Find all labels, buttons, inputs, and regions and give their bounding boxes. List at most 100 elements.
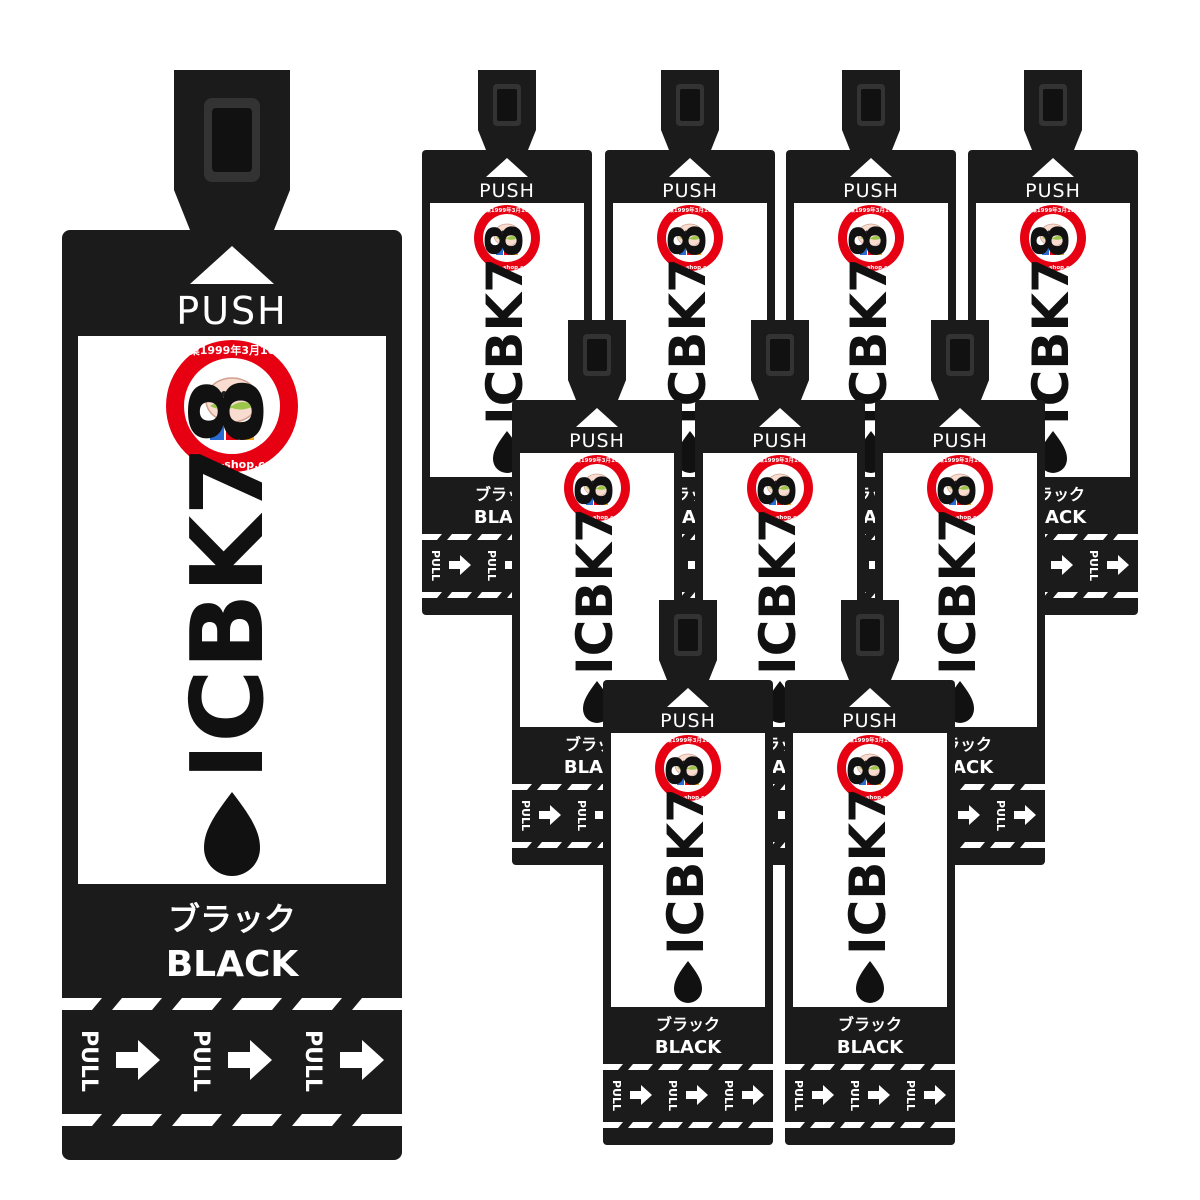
pull-label: PULL: [610, 1080, 623, 1111]
ink-cartridge-9: PUSH 創業1999年3月10日 ecotte-shop.com ICBK78: [603, 600, 773, 1145]
seal-top-text: 創業1999年3月10日: [1025, 206, 1080, 214]
push-label: PUSH: [660, 710, 716, 732]
seal-bottom-text: ecotte-shop.com: [934, 515, 986, 521]
arrow-right-icon: [958, 805, 980, 825]
model-label: ICBK78: [476, 223, 534, 425]
triangle-up-icon: [669, 158, 711, 177]
color-name: BLACK: [655, 1037, 722, 1058]
model-label: ICBK78: [840, 223, 898, 425]
arrow-right-icon: [742, 1085, 764, 1105]
ink-drop-icon: [1039, 431, 1067, 473]
pull-label: PULL: [904, 1080, 917, 1111]
color-name-kana: ブラック: [656, 1015, 720, 1034]
triangle-up-icon: [190, 246, 274, 284]
pull-tab: PULL PULL PULL: [785, 1064, 955, 1128]
push-label: PUSH: [479, 180, 535, 202]
pull-label: PULL: [300, 1030, 325, 1092]
arrow-right-icon: [228, 1040, 272, 1080]
push-label: PUSH: [569, 430, 625, 452]
ink-drop-icon: [674, 961, 702, 1003]
seal-bottom-text: ecotte-shop.com: [845, 265, 897, 271]
model-label: ICBK78: [929, 473, 987, 675]
pull-tab: PULL PULL PULL: [603, 1064, 773, 1128]
cartridge-drawing: PUSH 創業1999年3月10日 ecotte-shop.com ICBK78: [603, 600, 773, 1145]
seal-top-text: 創業1999年3月10日: [842, 736, 897, 744]
pull-tab: PULL PULL PULL: [62, 998, 402, 1126]
ink-cartridge-1: PUSH 創業1999年3月10日 ecotte-shop.com ICBK78: [62, 70, 402, 1160]
mascot-seal-icon: 創業1999年3月10日 ecotte-shop.com: [1020, 205, 1086, 271]
arrow-right-icon: [539, 805, 561, 825]
mascot-seal-icon: 創業1999年3月10日 ecotte-shop.com: [166, 340, 298, 472]
pull-label: PULL: [666, 1080, 679, 1111]
ink-drop-icon: [856, 961, 884, 1003]
pull-label: PULL: [76, 1030, 101, 1092]
pull-label: PULL: [485, 550, 498, 581]
push-label: PUSH: [176, 289, 287, 333]
model-label: ICBK78: [169, 377, 286, 780]
mascot-seal-icon: 創業1999年3月10日 ecotte-shop.com: [655, 735, 721, 801]
triangle-up-icon: [939, 408, 981, 427]
arrow-right-icon: [1014, 805, 1036, 825]
triangle-up-icon: [1032, 158, 1074, 177]
color-name-kana: ブラック: [168, 900, 296, 938]
arrow-right-icon: [686, 1085, 708, 1105]
cartridge-drawing: PUSH 創業1999年3月10日 ecotte-shop.com ICBK78: [785, 600, 955, 1145]
seal-bottom-text: ecotte-shop.com: [571, 515, 623, 521]
triangle-up-icon: [667, 688, 709, 707]
push-label: PUSH: [1025, 180, 1081, 202]
pull-label: PULL: [1087, 550, 1100, 581]
seal-top-text: 創業1999年3月10日: [660, 736, 715, 744]
arrow-right-icon: [1107, 555, 1129, 575]
mascot-seal-icon: 創業1999年3月10日 ecotte-shop.com: [474, 205, 540, 271]
seal-bottom-text: ecotte-shop.com: [664, 265, 716, 271]
push-label: PUSH: [932, 430, 988, 452]
mascot-seal-icon: 創業1999年3月10日 ecotte-shop.com: [838, 205, 904, 271]
model-label: ICBK78: [749, 473, 807, 675]
arrow-right-icon: [630, 1085, 652, 1105]
mascot-seal-icon: 創業1999年3月10日 ecotte-shop.com: [657, 205, 723, 271]
model-label: ICBK78: [659, 223, 717, 425]
mascot-seal-icon: 創業1999年3月10日 ecotte-shop.com: [747, 455, 813, 521]
seal-bottom-text: ecotte-shop.com: [844, 795, 896, 801]
arrow-right-icon: [1051, 555, 1073, 575]
arrow-right-icon: [868, 1085, 890, 1105]
seal-top-text: 創業1999年3月10日: [932, 456, 987, 464]
arrow-right-icon: [449, 555, 471, 575]
pull-label: PULL: [848, 1080, 861, 1111]
triangle-up-icon: [759, 408, 801, 427]
model-label: ICBK78: [1022, 223, 1080, 425]
mascot-seal-icon: 創業1999年3月10日 ecotte-shop.com: [927, 455, 993, 521]
pull-label: PULL: [575, 800, 588, 831]
mascot-seal-icon: 創業1999年3月10日 ecotte-shop.com: [837, 735, 903, 801]
seal-top-text: 創業1999年3月10日: [177, 343, 287, 357]
pull-label: PULL: [792, 1080, 805, 1111]
seal-top-text: 創業1999年3月10日: [752, 456, 807, 464]
seal-bottom-text: ecotte-shop.com: [481, 265, 533, 271]
pull-label: PULL: [994, 800, 1007, 831]
pull-label: PULL: [722, 1080, 735, 1111]
seal-top-text: 創業1999年3月10日: [662, 206, 717, 214]
color-name-kana: ブラック: [838, 1015, 902, 1034]
seal-bottom-text: ecotte-shop.com: [754, 515, 806, 521]
seal-bottom-text: ecotte-shop.com: [1027, 265, 1079, 271]
triangle-up-icon: [850, 158, 892, 177]
push-label: PUSH: [843, 180, 899, 202]
push-label: PUSH: [752, 430, 808, 452]
arrow-right-icon: [924, 1085, 946, 1105]
seal-top-text: 創業1999年3月10日: [843, 206, 898, 214]
model-label: ICBK78: [839, 753, 897, 955]
model-label: ICBK78: [566, 473, 624, 675]
pull-label: PULL: [188, 1030, 213, 1092]
color-name: BLACK: [837, 1037, 904, 1058]
seal-top-text: 創業1999年3月10日: [569, 456, 624, 464]
mascot-seal-icon: 創業1999年3月10日 ecotte-shop.com: [564, 455, 630, 521]
model-label: ICBK78: [657, 753, 715, 955]
cartridge-drawing: PUSH 創業1999年3月10日 ecotte-shop.com ICBK78: [62, 70, 402, 1160]
ink-cartridge-10: PUSH 創業1999年3月10日 ecotte-shop.com ICBK78: [785, 600, 955, 1145]
pull-label: PULL: [519, 800, 532, 831]
triangle-up-icon: [576, 408, 618, 427]
ink-drop-icon: [204, 792, 260, 876]
triangle-up-icon: [849, 688, 891, 707]
color-name: BLACK: [166, 944, 300, 985]
